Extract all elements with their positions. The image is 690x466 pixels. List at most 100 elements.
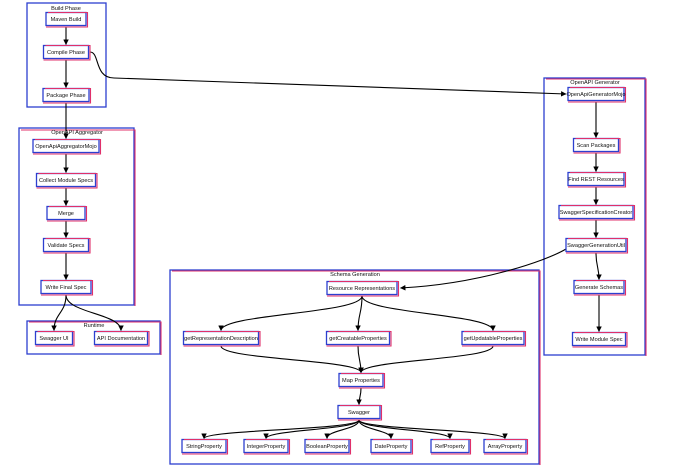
node-dateprop: DateProperty (370, 438, 414, 455)
node-findrest: Find REST Resources (567, 171, 627, 188)
node-label: BooleanProperty (306, 444, 348, 450)
node-swagger: Swagger (337, 404, 383, 421)
node-refprop: RefProperty (430, 438, 472, 455)
node-accent-border (33, 138, 102, 155)
node-label: Find REST Resources (568, 177, 624, 183)
node-accent-border (244, 438, 291, 455)
node-label: Package Phase (46, 93, 85, 99)
group-title: OpenAPI Aggregator (51, 130, 103, 136)
group-title: OpenAPI Generator (570, 80, 620, 86)
edge-writefinal-to-swaggerui (51, 294, 67, 332)
node-genutil: SwaggerGenerationUtil (565, 237, 629, 254)
node-accent-border (36, 172, 98, 189)
edge-genutil-to-genschemas (595, 252, 602, 281)
node-accent-border (183, 330, 261, 347)
node-label: getCreatableProperties (329, 336, 387, 342)
node-accent-border (338, 404, 383, 421)
node-accent-border (484, 438, 529, 455)
edge-swagger-to-arrprop (358, 419, 508, 440)
node-resreps: Resource Representations (326, 280, 400, 297)
node-accent-border (572, 331, 628, 348)
node-accent-border (182, 438, 229, 455)
node-package: Package Phase (42, 87, 92, 104)
node-accent-border (43, 237, 91, 254)
node-maven: Maven Build (45, 11, 89, 28)
edge-getcreat-to-mapprops (357, 345, 364, 374)
node-label: StringProperty (186, 444, 222, 450)
node-accent-border (339, 372, 386, 389)
node-label: Generate Schemas (575, 285, 623, 291)
node-label: Maven Build (51, 17, 82, 23)
edge-writefinal-to-apidoc (65, 294, 124, 332)
node-genmojo: OpenApiGeneratorMojo (566, 86, 627, 103)
node-intprop: IntegerProperty (243, 438, 291, 455)
node-label: API Documentation (97, 336, 145, 342)
node-label: getRepresentationDescription (184, 336, 258, 342)
group-title: Build Phase (51, 6, 81, 12)
node-label: RefProperty (435, 444, 465, 450)
group-title: Runtime (84, 323, 105, 329)
node-apidoc: API Documentation (93, 330, 150, 347)
node-getcreat: getCreatableProperties (325, 330, 392, 347)
group-title: Schema Generation (330, 272, 380, 278)
edge-layer (51, 27, 602, 440)
group-runtime: Runtime (26, 320, 162, 355)
node-label: getUpdatableProperties (464, 336, 523, 342)
node-accent-border (326, 330, 392, 347)
node-mapprops: Map Properties (338, 372, 386, 389)
node-accent-border (574, 279, 627, 296)
edge-compile-to-genmojo (89, 51, 567, 97)
node-accent-border (35, 330, 75, 347)
node-accent-border (568, 86, 627, 103)
edge-swagger-to-boolprop (324, 419, 360, 440)
node-accent-border (431, 438, 472, 455)
node-label: DateProperty (375, 444, 408, 450)
node-label: Write Final Spec (46, 285, 87, 291)
edge-swagger-to-strprop (201, 419, 360, 440)
node-label: OpenApiAggregatorMojo (35, 144, 97, 150)
node-collect: Collect Module Specs (35, 172, 98, 189)
node-label: Collect Module Specs (39, 178, 93, 184)
node-label: OpenApiGeneratorMojo (566, 92, 625, 98)
node-writemodule: Write Module Spec (571, 331, 628, 348)
edge-swagger-to-intprop (263, 419, 360, 440)
group-openapi-generator: OpenAPI Generator (543, 77, 647, 356)
edge-getrepdesc-to-mapprops (220, 345, 364, 374)
edge-resreps-to-getupd (361, 295, 496, 332)
edge-resreps-to-getrepdesc (218, 295, 363, 332)
node-scan: Scan Packages (572, 137, 621, 154)
node-label: Scan Packages (577, 143, 616, 149)
node-aggmojo: OpenApiAggregatorMojo (32, 138, 102, 155)
node-speccreator: SwaggerSpecificationCreator (558, 204, 636, 221)
node-validate: Validate Specs (42, 237, 91, 254)
node-accent-border (573, 137, 621, 154)
node-accent-border (43, 87, 92, 104)
node-accent-border (559, 204, 636, 221)
node-label: Validate Specs (48, 243, 85, 249)
node-accent-border (327, 280, 400, 297)
edge-getupd-to-mapprops (358, 345, 494, 374)
node-label: ArrayProperty (488, 444, 523, 450)
node-compile: Compile Phase (42, 44, 91, 61)
edge-mapprops-to-swagger (356, 387, 362, 406)
node-accent-border (43, 44, 91, 61)
edge-resreps-to-getcreat (355, 295, 363, 332)
node-accent-border (94, 330, 150, 347)
node-accent-border (305, 438, 352, 455)
node-accent-border (46, 11, 89, 28)
node-label: SwaggerGenerationUtil (567, 243, 625, 249)
node-getrepdesc: getRepresentationDescription (182, 330, 261, 347)
node-label: Write Module Spec (575, 337, 622, 343)
node-boolprop: BooleanProperty (304, 438, 352, 455)
node-label: Swagger (348, 410, 370, 416)
node-arrprop: ArrayProperty (483, 438, 529, 455)
node-label: SwaggerSpecificationCreator (560, 210, 633, 216)
node-label: Map Properties (342, 378, 380, 384)
group-schema-generation: Schema Generation (169, 269, 541, 465)
node-strprop: StringProperty (181, 438, 229, 455)
node-swaggerui: Swagger UI (34, 330, 75, 347)
node-accent-border (568, 171, 627, 188)
node-genschemas: Generate Schemas (573, 279, 627, 296)
